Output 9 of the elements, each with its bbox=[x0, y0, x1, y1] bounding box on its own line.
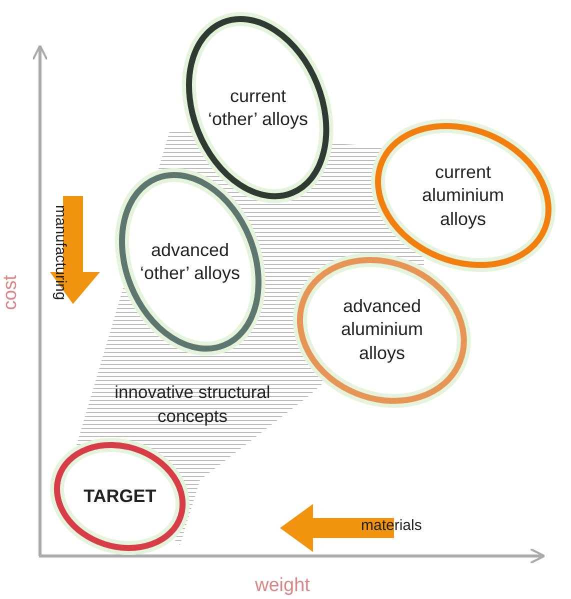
node-label: advanced aluminium alloys bbox=[340, 294, 424, 365]
node-label: TARGET bbox=[84, 485, 156, 508]
axis-title: cost bbox=[0, 275, 22, 310]
node-label: current aluminium alloys bbox=[420, 160, 505, 231]
node-label: advanced ‘other’ alloys bbox=[138, 238, 241, 285]
region-label: innovative structural concepts bbox=[114, 381, 272, 428]
axis-title: weight bbox=[255, 575, 310, 597]
arrow-label: manufacturing bbox=[52, 205, 69, 300]
node-label: current ‘other’ alloys bbox=[206, 84, 309, 131]
